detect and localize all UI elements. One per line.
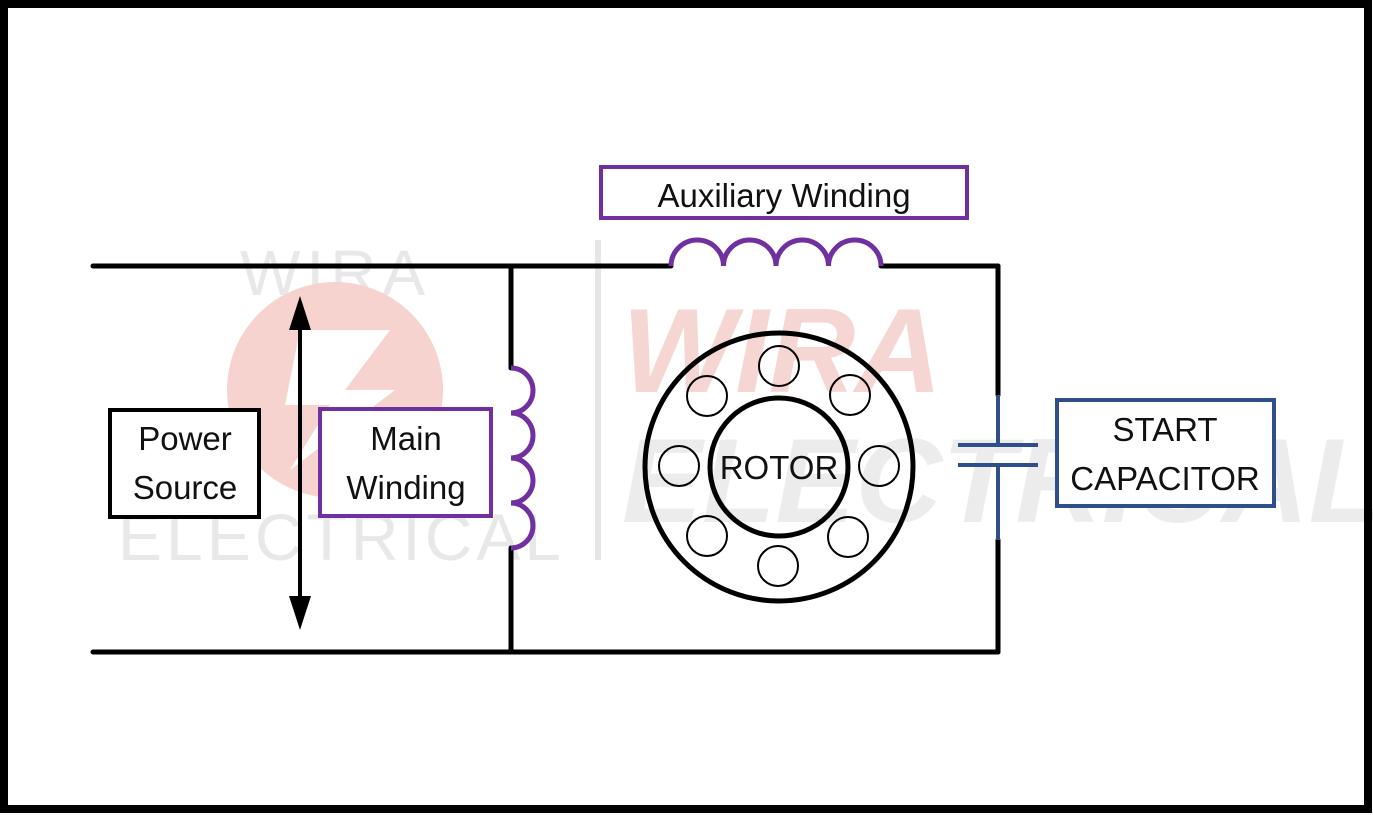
auxiliary-winding-label: Auxiliary Winding [657, 177, 910, 214]
wires [90, 263, 1001, 655]
rotor-circle [707, 395, 851, 539]
start-capacitor-label-line1: START [1112, 411, 1217, 448]
arrow-up-icon [289, 296, 311, 330]
stator-slot [686, 515, 728, 557]
power-source-box [108, 408, 261, 519]
main-winding-label-line1: Main [370, 420, 442, 457]
start-capacitor-box [1055, 398, 1276, 508]
voltage-arrow [289, 296, 311, 630]
auxiliary-winding-coil [668, 237, 884, 267]
stator-circle [642, 330, 916, 604]
stator-slot [829, 374, 871, 416]
main-winding-label-line2: Winding [346, 469, 465, 506]
motor-symbol [642, 330, 916, 604]
arrow-down-icon [289, 596, 311, 630]
stator-slot [827, 516, 869, 558]
main-winding-box [318, 407, 493, 518]
power-source-label-line1: Power [138, 420, 232, 457]
rotor-label: ROTOR [720, 449, 839, 486]
capacitor-symbol [958, 395, 1038, 540]
main-winding-coil [510, 365, 536, 551]
stator-slot [757, 545, 799, 587]
auxiliary-winding-box [599, 165, 969, 220]
start-capacitor-label-line2: CAPACITOR [1070, 460, 1259, 497]
stator-slot [858, 445, 900, 487]
stator-slot [658, 445, 700, 487]
power-source-label-line2: Source [133, 469, 238, 506]
watermark-bolt-icon [285, 330, 395, 470]
stator-slot [758, 345, 800, 387]
stator-slot [686, 375, 728, 417]
